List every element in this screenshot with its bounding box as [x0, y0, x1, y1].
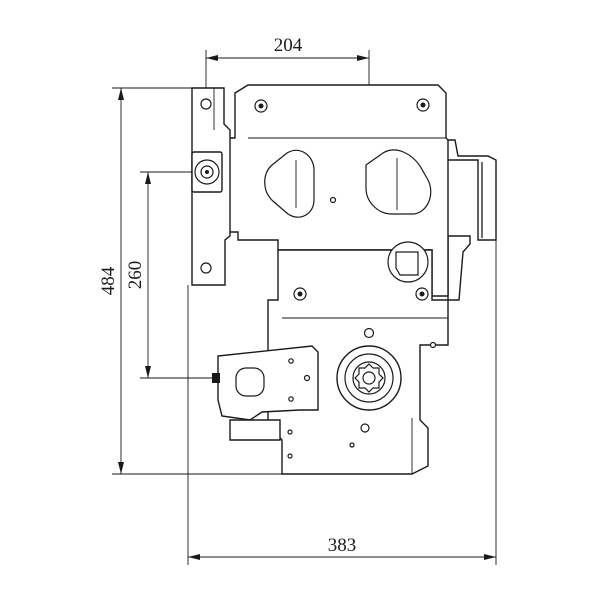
- screw-top-right: [416, 98, 430, 112]
- dimension-label-204: 204: [274, 35, 303, 56]
- dimension-label-484: 484: [98, 266, 119, 295]
- arrow-bottom: [118, 462, 124, 474]
- left-bracket-hole-bottom: [200, 262, 212, 274]
- arrow-right: [357, 55, 369, 61]
- pin-hole-top: [363, 327, 375, 339]
- left-mounting-bracket: [191, 87, 231, 286]
- shaft-center: [362, 371, 376, 385]
- slot-right: [365, 149, 432, 215]
- pin-hole-bottom: [360, 423, 370, 433]
- lever-hole-c: [288, 396, 294, 402]
- right-side-bracket: [446, 139, 497, 301]
- arrow-right: [484, 554, 496, 560]
- arrow-left: [188, 554, 200, 560]
- dimension-484: 484: [98, 87, 290, 475]
- screw-mid-left: [293, 287, 307, 301]
- slot-left: [264, 149, 315, 218]
- right-lower-tab: [447, 235, 471, 301]
- lever-hole-a: [288, 358, 294, 364]
- dimension-383: 383: [187, 240, 497, 565]
- left-bearing: [191, 151, 223, 193]
- lever-stud: [212, 373, 220, 383]
- dimension-label-260: 260: [125, 261, 146, 290]
- left-bracket-hole-top: [200, 98, 212, 110]
- screw-top-left: [254, 99, 268, 113]
- small-hole-bottom-b: [287, 429, 293, 435]
- arrow-top: [118, 88, 124, 100]
- lever-hole-b: [303, 374, 311, 382]
- dimension-label-383: 383: [328, 535, 357, 556]
- arrow-bottom: [145, 366, 151, 378]
- small-hole-right: [429, 341, 437, 349]
- arrow-left: [206, 55, 218, 61]
- main-shaft-gear: [336, 345, 402, 411]
- small-hole-bottom-a: [349, 442, 355, 448]
- lever-lower-tab: [229, 419, 281, 441]
- lever-arm: [212, 345, 319, 441]
- cam-window: [387, 241, 429, 283]
- small-hole-bottom-c: [287, 453, 293, 459]
- right-bracket-outline: [446, 139, 497, 241]
- arrow-top: [145, 172, 151, 184]
- small-hole-center: [329, 196, 337, 204]
- screw-mid-right: [415, 287, 429, 301]
- lever-square-window: [235, 367, 265, 397]
- lever-plate: [217, 345, 319, 421]
